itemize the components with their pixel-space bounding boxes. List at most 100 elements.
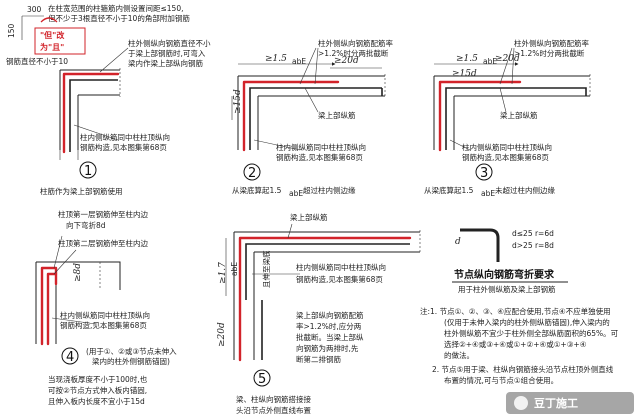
- node1-inner-bar: [69, 79, 118, 152]
- top-left-annotation: 300 150 在柱宽范围的柱箍筋内侧设置间距≤150, 但不少于3根直径不小于…: [6, 3, 190, 66]
- node2-number-circle: [243, 163, 261, 181]
- node1-concrete-outline: [59, 69, 120, 150]
- node-2-detail: ≥1.5 abE ≥20d ≥15d 柱外侧纵向钢筋配筋率 >1.2%时分两批截…: [231, 38, 393, 198]
- node3-dim-b: ≥20d: [495, 54, 520, 64]
- node-3-detail: ≥1.5 abE ≥20d ≥15d 柱外侧纵向钢筋配筋率 >1.2%时分两批截…: [424, 38, 591, 198]
- node5-caption-line2: 头沿节点外侧直线布置: [236, 405, 311, 415]
- node2-dim-b: ≥20d: [334, 56, 359, 66]
- node2-caption-sub: abE: [289, 189, 303, 198]
- node5-beam-top-bar: [238, 236, 412, 362]
- general-notes: 注:1. 节点①、②、③、④应配合使用,节点④不应单独使用 (仅用于未伸入梁内的…: [420, 306, 619, 385]
- note-line-5: 的做法。: [444, 350, 474, 360]
- node5-dim-b: ≥20d: [217, 322, 227, 347]
- node3-dim-a-sub: abE: [483, 57, 497, 66]
- bend-requirement-detail: d d≤25 r=6d d>25 r=8d 节点纵向钢筋弯折要求 用于柱外侧纵筋…: [452, 228, 568, 294]
- node2-beam-bar: [249, 87, 382, 150]
- node1-leader-b: [73, 124, 119, 141]
- node5-inner-note-line1: 柱内侧纵筋同中柱柱顶纵向: [296, 262, 386, 272]
- node5-side-label: 且伸至梁底: [261, 250, 271, 288]
- note-line-3: 柱外侧纵筋不宜少于柱外侧全部纵筋面积的65%。可: [444, 328, 619, 338]
- bend-bar-sketch: [460, 228, 500, 262]
- node4-dim-a: ≥8d: [73, 263, 83, 282]
- node4-second-layer-bar: [46, 272, 58, 346]
- node3-number-circle: [475, 163, 493, 181]
- node2-caption-a: 从梁底算起1.5: [232, 185, 282, 195]
- node2-inner-note-line2: 钢筋构造,见本图集第68页: [276, 152, 363, 162]
- dim-300-label: 300: [27, 5, 42, 14]
- node3-concrete-outline: [433, 75, 590, 150]
- bend-rule-line2: d>25 r=8d: [512, 241, 554, 250]
- node5-ratio-note-line4: 向钢筋为两排时,先: [296, 343, 359, 353]
- node5-concrete-outline: [233, 231, 420, 360]
- additional-bar-note-line2: 但不少于3根直径不小于10的角部附加钢筋: [48, 13, 190, 23]
- node1-inner-note-line2: 钢筋构造,见本图集第68页: [80, 142, 167, 152]
- node4-note-line1: 柱顶第一层钢筋伸至柱内边: [58, 209, 148, 219]
- node2-number: 2: [248, 166, 256, 181]
- watermark-bg: [506, 392, 634, 414]
- node2-outer-bar: [242, 80, 340, 152]
- bend-title: 节点纵向钢筋弯折要求: [454, 268, 555, 281]
- node3-caption-b: 未超过柱内侧边缘: [495, 185, 555, 195]
- node4-leader-a: [53, 235, 63, 269]
- node5-caption-line1: 梁、柱纵向钢筋搭接接: [236, 394, 311, 404]
- note-line-4: 选择②+④或③+④或①+②+④或①+③+④: [444, 339, 587, 349]
- bend-d-label: d: [455, 237, 461, 247]
- red-correction-box: [34, 27, 86, 55]
- node5-dim-a: ≥1.7: [218, 262, 228, 284]
- node3-note-line1: 柱外侧纵向钢筋配筋率: [514, 38, 589, 48]
- node3-beam-label: 梁上部纵筋: [500, 110, 538, 120]
- red-correction-line1: "但"改: [40, 30, 65, 40]
- node3-dim-c: ≥15d: [452, 69, 477, 79]
- node3-caption-sub: abE: [481, 189, 495, 198]
- additional-bar-note-line1: 在柱宽范围的柱箍筋内侧设置间距≤150,: [48, 3, 183, 13]
- node1-number: 1: [84, 164, 92, 179]
- node3-beam-leader: [499, 87, 507, 113]
- node2-leaders: [299, 47, 319, 85]
- bend-subtitle: 用于柱外侧纵筋及梁上部钢筋: [458, 284, 556, 294]
- red-correction-line2: 为"且": [40, 42, 64, 52]
- node1-caption: 柱筋作为梁上部钢筋使用: [40, 186, 123, 196]
- node5-ratio-note-line1: 梁上部纵向钢筋配筋: [296, 310, 364, 320]
- node2-beam-leader: [304, 87, 319, 113]
- node4-leader-b: [53, 249, 77, 275]
- node2-caption-b: 超过柱内侧边缘: [303, 185, 356, 195]
- node3-beam-bar: [445, 87, 587, 150]
- node2-dim-a-sub: abE: [292, 57, 306, 66]
- node4-concrete-outline: [35, 261, 121, 344]
- node2-note-line1: 柱外侧纵向钢筋配筋率: [318, 38, 393, 48]
- watermark-logo-icon: [514, 396, 528, 410]
- node3-note-line2: >1.2%时分两批截断: [514, 48, 585, 58]
- watermark-text: 豆丁施工: [534, 396, 578, 410]
- node4-inner-leader: [51, 317, 97, 325]
- node1-inner-note-line1: 柱内侧纵筋同中柱柱顶纵向: [80, 132, 170, 142]
- node5-second-bar: [245, 243, 410, 300]
- node4-number-circle: [61, 347, 79, 365]
- node1-note-line3: 梁内作梁上部纵向钢筋: [128, 58, 203, 68]
- node5-ratio-note-line2: 率>1.2%时,应分两: [296, 321, 362, 331]
- note-line-1: 注:1. 节点①、②、③、④应配合使用,节点④不应单独使用: [420, 306, 611, 316]
- dim-150-label: 150: [7, 23, 16, 38]
- node4-caption-line1: 当现浇板厚度不小于100时,也: [48, 374, 148, 384]
- node4-note-line2: 向下弯折8d: [66, 220, 106, 230]
- node5-dim-a-sub: abE: [230, 262, 239, 276]
- dim-lines-300-150: [21, 15, 44, 40]
- node4-paren-line2: 梁内的柱外侧钢筋锚固): [92, 356, 170, 366]
- node3-leaders: [499, 47, 515, 85]
- node-5-detail: 梁上部纵筋 ≥1.7 abE ≥20d 且伸至梁底 柱内侧纵筋同中柱柱顶纵向 钢…: [217, 212, 421, 415]
- node3-inner-note-line2: 钢筋构造,见本图集第68页: [462, 152, 549, 162]
- node4-first-layer-bar: [40, 266, 58, 346]
- node4-paren-line1: (用于①、②或③节点未伸入: [86, 346, 177, 356]
- node1-leader-a: [99, 47, 129, 73]
- node3-inner-leader: [449, 139, 471, 151]
- node2-inner-leader: [253, 139, 301, 151]
- node3-number: 3: [480, 166, 488, 181]
- node4-note-line3: 柱顶第二层钢筋伸至柱内边: [58, 238, 148, 248]
- bend-rule-line1: d≤25 r=6d: [512, 229, 554, 238]
- node2-dim-c: ≥15d: [233, 89, 243, 114]
- note-line-6: 2. 节点⑤用于梁、柱纵向钢筋接头沿节点柱顶外侧直线: [432, 364, 614, 374]
- node1-number-circle: [79, 161, 97, 179]
- node2-beam-label: 梁上部纵筋: [318, 110, 356, 120]
- node3-caption-a: 从梁底算起1.5: [424, 185, 474, 195]
